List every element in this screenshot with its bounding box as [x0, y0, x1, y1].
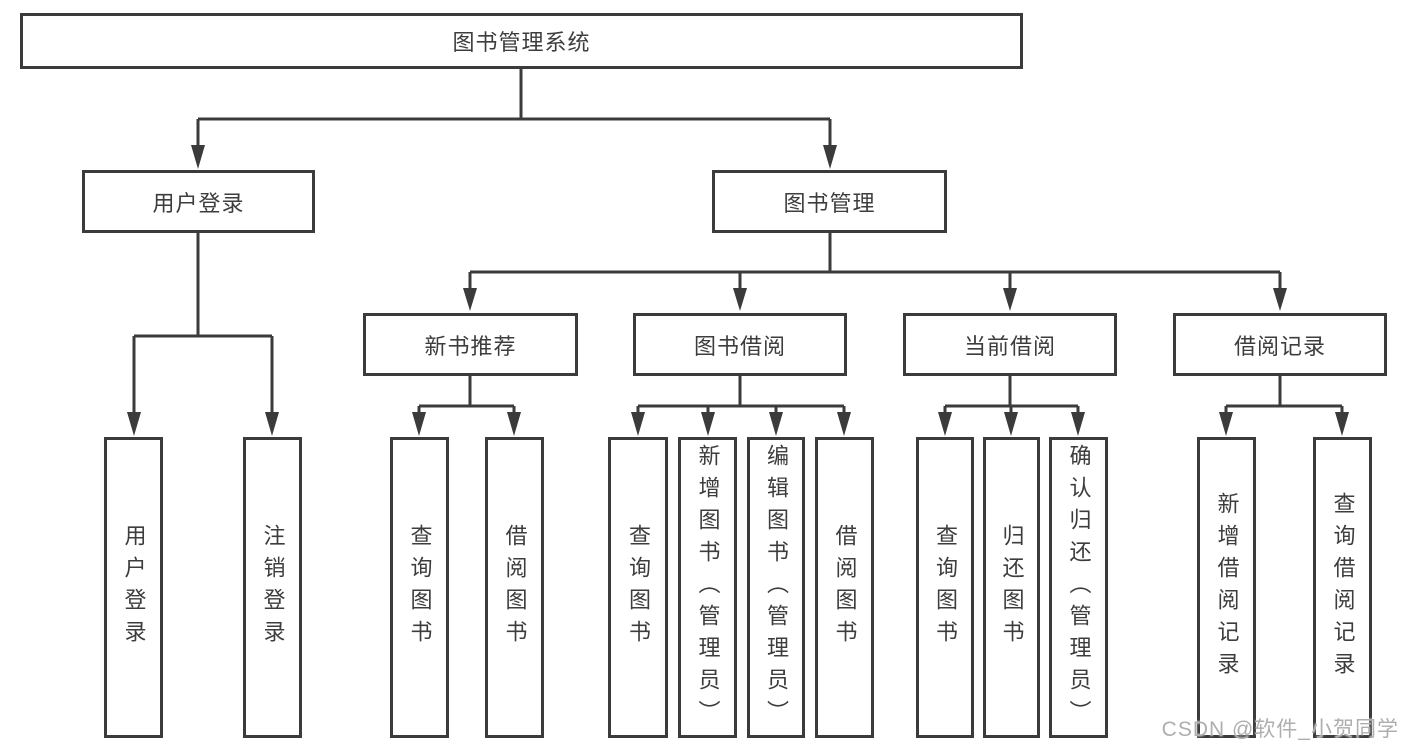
arrowhead [1273, 288, 1287, 311]
arrowhead [938, 412, 952, 436]
arrowhead [631, 412, 645, 436]
leaf-query-books-current-label: 查询图书 [933, 523, 958, 652]
leaf-add-books-admin: 新增图书（管理员） [678, 437, 737, 738]
arrowhead [507, 412, 521, 436]
node-borrowing-records-label: 借阅记录 [1233, 333, 1326, 359]
node-new-book-recommend: 新书推荐 [363, 313, 578, 376]
leaf-borrow-books-recommend-label: 借阅图书 [502, 523, 528, 652]
leaf-user-login-label: 用户登录 [121, 523, 147, 652]
leaf-query-books-current: 查询图书 [916, 437, 974, 738]
edge-borrow-records-to-leaves [1219, 376, 1349, 436]
arrowhead [191, 145, 205, 169]
leaf-add-borrow-record-label: 新增借阅记录 [1214, 491, 1240, 684]
leaf-query-borrow-record-label: 查询借阅记录 [1330, 491, 1356, 684]
node-root: 图书管理系统 [20, 13, 1023, 69]
node-user-login: 用户登录 [82, 170, 315, 233]
arrowhead [837, 412, 851, 436]
arrowhead [823, 145, 837, 169]
leaf-query-books-borrowing: 查询图书 [608, 437, 668, 738]
arrowhead [733, 288, 747, 311]
node-borrowing-records: 借阅记录 [1173, 313, 1387, 376]
leaf-add-books-admin-label: 新增图书（管理员） [695, 443, 721, 732]
node-book-management: 图书管理 [712, 170, 947, 233]
arrowhead [1219, 412, 1233, 436]
node-current-borrowing-label: 当前借阅 [963, 333, 1056, 359]
node-new-book-recommend-label: 新书推荐 [424, 333, 517, 359]
leaf-edit-books-admin: 编辑图书（管理员） [747, 437, 805, 738]
arrowhead [265, 412, 279, 436]
arrowhead [127, 412, 141, 436]
arrowhead [1071, 412, 1085, 436]
leaf-edit-books-admin-label: 编辑图书（管理员） [764, 443, 789, 732]
edge-book-borrow-to-leaves [631, 376, 851, 436]
leaf-logout: 注销登录 [243, 437, 302, 738]
leaf-borrow-books: 借阅图书 [815, 437, 874, 738]
leaf-return-books: 归还图书 [983, 437, 1040, 738]
leaf-confirm-return-admin-label: 确认归还（管理员） [1066, 443, 1092, 732]
node-current-borrowing: 当前借阅 [903, 313, 1117, 376]
arrowhead [1003, 288, 1017, 311]
node-book-borrowing: 图书借阅 [633, 313, 847, 376]
leaf-query-books-recommend-label: 查询图书 [407, 523, 433, 652]
leaf-query-books-borrowing-label: 查询图书 [626, 523, 651, 652]
edge-new-book-to-leaves [412, 376, 521, 436]
node-book-borrowing-label: 图书借阅 [693, 333, 786, 359]
arrowhead [412, 412, 426, 436]
leaf-return-books-label: 归还图书 [999, 523, 1025, 652]
node-book-management-label: 图书管理 [783, 190, 876, 216]
edge-root-to-level2 [191, 69, 837, 169]
node-root-label: 图书管理系统 [452, 30, 591, 55]
csdn-watermark: CSDN @软件_小贺同学 [1161, 718, 1399, 741]
leaf-query-borrow-record: 查询借阅记录 [1313, 437, 1372, 738]
leaf-borrow-books-label: 借阅图书 [832, 523, 858, 652]
arrowhead [463, 288, 477, 311]
node-user-login-label: 用户登录 [152, 190, 245, 216]
edge-book-mgmt-to-level3 [463, 233, 1287, 311]
leaf-confirm-return-admin: 确认归还（管理员） [1049, 437, 1108, 738]
arrowhead [1335, 412, 1349, 436]
arrowhead [701, 412, 715, 436]
arrowhead [769, 412, 783, 436]
leaf-add-borrow-record: 新增借阅记录 [1197, 437, 1256, 738]
leaf-borrow-books-recommend: 借阅图书 [485, 437, 544, 738]
arrowhead [1004, 412, 1018, 436]
leaf-user-login: 用户登录 [104, 437, 163, 738]
edge-user-login-to-leaves [127, 233, 279, 436]
edge-current-borrow-to-leaves [938, 376, 1085, 436]
leaf-logout-label: 注销登录 [260, 523, 286, 652]
leaf-query-books-recommend: 查询图书 [390, 437, 449, 738]
